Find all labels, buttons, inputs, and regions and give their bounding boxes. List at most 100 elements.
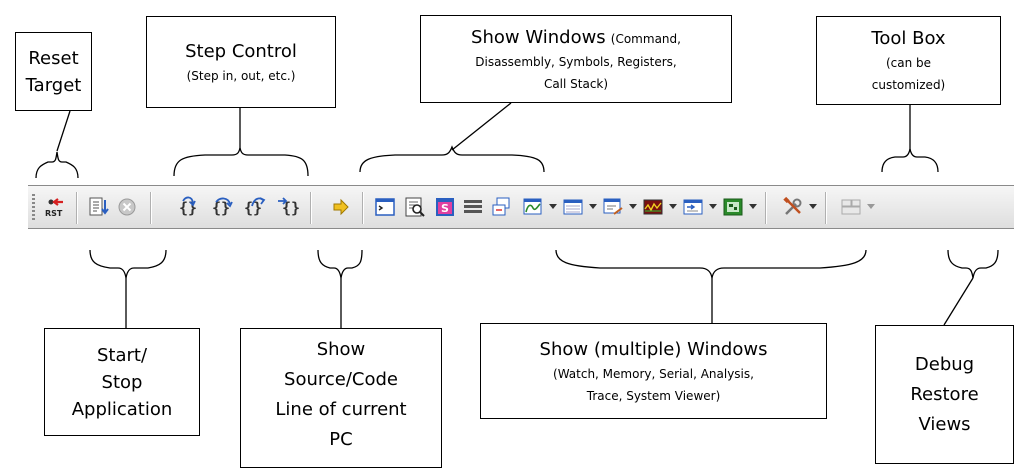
reset-leader bbox=[56, 110, 71, 152]
callout-line: customized) bbox=[871, 78, 946, 92]
callout-line: (can be bbox=[885, 56, 932, 70]
reset-icon: RST bbox=[45, 198, 63, 218]
toolbar-separator bbox=[76, 192, 77, 224]
toolbar-grip[interactable] bbox=[32, 194, 35, 222]
serial-dropdown-arrow[interactable] bbox=[629, 204, 637, 209]
callout-text: Application bbox=[71, 398, 173, 420]
stop-icon bbox=[118, 198, 136, 216]
show-windows-leader bbox=[451, 102, 512, 151]
callout-text: Reset bbox=[28, 47, 79, 69]
callout-subtitle: (Step in, out, etc.) bbox=[186, 68, 296, 83]
callout-title: Step Control bbox=[185, 40, 297, 62]
callout-line: Call Stack) bbox=[543, 76, 609, 91]
symbols-window-icon: S bbox=[436, 198, 454, 216]
show-windows-brace bbox=[359, 145, 545, 173]
debug-toolbar: RST {} {} {} bbox=[28, 185, 1014, 229]
call-stack-window-button[interactable] bbox=[490, 196, 512, 218]
toolbar-separator bbox=[150, 192, 151, 224]
analysis-dropdown-arrow[interactable] bbox=[669, 204, 677, 209]
callout-text: Restore bbox=[910, 383, 979, 405]
toolbar-separator bbox=[310, 192, 311, 224]
callout-show-windows: Show Windows (Command, Disassembly, Symb… bbox=[420, 15, 732, 103]
callout-text: Line of current bbox=[275, 399, 407, 420]
step-in-icon: {} bbox=[179, 196, 197, 217]
step-out-button[interactable]: {} bbox=[244, 196, 266, 218]
callout-start-stop: Start/ Stop Application bbox=[44, 328, 200, 436]
restore-brace bbox=[947, 249, 999, 279]
toolbox-button[interactable] bbox=[782, 196, 804, 218]
callout-text: Target bbox=[25, 74, 82, 96]
multi-windows-brace bbox=[555, 249, 867, 279]
callout-debug-restore-views: Debug Restore Views bbox=[875, 325, 1014, 464]
step-over-icon: {} bbox=[212, 197, 233, 217]
step-over-button[interactable]: {} bbox=[212, 196, 234, 218]
step-glyph: {} bbox=[244, 199, 262, 217]
registers-window-button[interactable] bbox=[462, 196, 484, 218]
stop-application-button[interactable] bbox=[116, 196, 138, 218]
arrow-right-icon bbox=[333, 198, 349, 216]
callout-text: Start/ bbox=[96, 344, 148, 366]
callout-text: Source/Code bbox=[284, 369, 398, 390]
disassembly-window-icon bbox=[405, 197, 425, 217]
show-source-brace bbox=[317, 249, 363, 279]
callout-line: (Watch, Memory, Serial, Analysis, bbox=[553, 366, 754, 381]
rst-label: RST bbox=[45, 209, 63, 218]
step-glyph: {} bbox=[282, 199, 300, 217]
reset-target-button[interactable]: RST bbox=[44, 196, 66, 218]
trace-dropdown-arrow[interactable] bbox=[709, 204, 717, 209]
run-icon bbox=[89, 197, 109, 216]
disassembly-window-button[interactable] bbox=[404, 196, 426, 218]
callout-show-source: Show Source/Code Line of current PC bbox=[240, 328, 442, 468]
debug-restore-views-button[interactable] bbox=[840, 196, 862, 218]
registers-window-icon bbox=[464, 200, 482, 213]
watch-dropdown-arrow[interactable] bbox=[549, 204, 557, 209]
call-stack-window-icon bbox=[492, 197, 510, 216]
step-brace bbox=[173, 147, 309, 177]
trace-window-button[interactable] bbox=[682, 196, 704, 218]
tools-icon bbox=[783, 196, 802, 215]
callout-line: Disassembly, Symbols, Registers, bbox=[475, 54, 677, 69]
toolbox-dropdown-arrow[interactable] bbox=[809, 204, 817, 209]
command-window-button[interactable] bbox=[374, 196, 396, 218]
callout-line: Trace, System Viewer) bbox=[586, 388, 721, 403]
watch-window-button[interactable] bbox=[522, 196, 544, 218]
run-to-cursor-button[interactable]: {} bbox=[278, 196, 300, 218]
restore-views-dropdown-arrow[interactable] bbox=[867, 204, 875, 209]
system-viewer-button[interactable] bbox=[722, 196, 744, 218]
toolbar-separator bbox=[825, 192, 826, 224]
callout-text: Views bbox=[918, 413, 971, 435]
analysis-window-button[interactable] bbox=[642, 196, 664, 218]
callout-text: Show bbox=[316, 339, 366, 360]
callout-text: Stop bbox=[101, 371, 143, 393]
start-application-button[interactable] bbox=[88, 196, 110, 218]
run-to-cursor-icon: {} bbox=[278, 197, 300, 217]
restore-leader bbox=[943, 277, 974, 326]
analysis-window-icon bbox=[643, 199, 663, 215]
command-window-icon bbox=[375, 198, 395, 216]
callout-show-multiple-windows: Show (multiple) Windows (Watch, Memory, … bbox=[480, 323, 827, 419]
callout-text: Debug bbox=[914, 353, 975, 375]
show-current-pc-button[interactable] bbox=[330, 196, 352, 218]
callout-title: Show (multiple) Windows bbox=[539, 338, 768, 360]
memory-dropdown-arrow[interactable] bbox=[589, 204, 597, 209]
step-in-button[interactable]: {} bbox=[178, 196, 200, 218]
restore-views-icon bbox=[841, 199, 861, 215]
symbols-window-button[interactable]: S bbox=[434, 196, 456, 218]
serial-window-button[interactable] bbox=[602, 196, 624, 218]
serial-window-icon bbox=[603, 198, 623, 215]
reset-brace bbox=[35, 151, 79, 179]
trace-window-icon bbox=[683, 199, 703, 215]
step-glyph: {} bbox=[212, 199, 230, 217]
callout-title-line: Show Windows (Command, bbox=[471, 24, 681, 51]
start-stop-brace bbox=[89, 249, 167, 279]
memory-window-button[interactable] bbox=[562, 196, 584, 218]
callout-reset-target: Reset Target bbox=[15, 32, 92, 111]
watch-window-icon bbox=[523, 198, 542, 215]
toolbar-separator bbox=[362, 192, 363, 224]
callout-tool-box: Tool Box (can be customized) bbox=[816, 16, 1001, 105]
callout-title-sub: (Command, bbox=[610, 31, 681, 46]
system-viewer-dropdown-arrow[interactable] bbox=[749, 204, 757, 209]
callout-step-control: Step Control (Step in, out, etc.) bbox=[146, 16, 336, 108]
svg-text:S: S bbox=[441, 202, 449, 215]
